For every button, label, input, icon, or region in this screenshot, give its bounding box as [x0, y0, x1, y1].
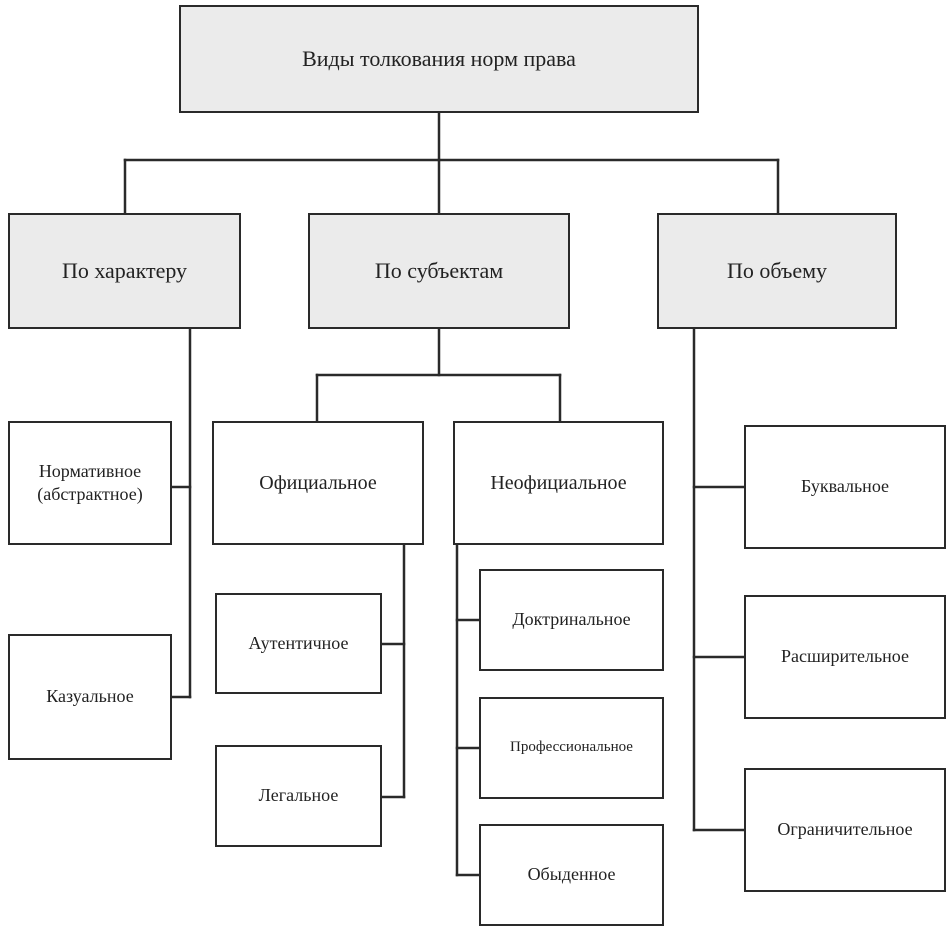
leaf-box-ordinary: Обыденное	[479, 824, 664, 926]
leaf-label-legal: Легальное	[258, 785, 339, 806]
leaf-box-professional: Профессиональное	[479, 697, 664, 799]
category-box-volume: По объему	[657, 213, 897, 329]
leaf-box-casual: Казуальное	[8, 634, 172, 760]
leaf-box-normative: Нормативное (абстрактное)	[8, 421, 172, 545]
group-label-unofficial: Неофициальное	[490, 472, 627, 494]
leaf-label-normative: Нормативное (абстрактное)	[37, 460, 143, 504]
leaf-label-casual: Казуальное	[46, 686, 134, 707]
group-box-unofficial: Неофициальное	[453, 421, 664, 545]
category-label-character: По характеру	[61, 257, 188, 283]
leaf-label-literal: Буквальное	[800, 476, 890, 497]
leaf-box-literal: Буквальное	[744, 425, 946, 549]
group-label-official: Официальное	[259, 472, 377, 494]
leaf-box-legal: Легальное	[215, 745, 382, 847]
leaf-label-doctrinal: Доктринальное	[512, 609, 631, 630]
leaf-box-authentic: Аутентичное	[215, 593, 382, 694]
category-label-subjects: По субъектам	[374, 257, 504, 283]
leaf-box-extensive: Расширительное	[744, 595, 946, 719]
group-box-official: Официальное	[212, 421, 424, 545]
leaf-label-extensive: Расширительное	[780, 646, 909, 667]
leaf-label-restrictive: Ограничительное	[777, 819, 913, 840]
root-node-label: Виды толкования норм права	[302, 45, 576, 71]
root-node-box: Виды толкования норм права	[179, 5, 699, 113]
leaf-box-doctrinal: Доктринальное	[479, 569, 664, 671]
leaf-box-restrictive: Ограничительное	[744, 768, 946, 892]
leaf-label-authentic: Аутентичное	[248, 632, 349, 653]
leaf-label-ordinary: Обыденное	[527, 864, 616, 885]
category-box-subjects: По субъектам	[308, 213, 570, 329]
category-box-character: По характеру	[8, 213, 241, 329]
leaf-label-professional: Профессиональное	[510, 739, 633, 756]
category-label-volume: По объему	[726, 257, 828, 283]
